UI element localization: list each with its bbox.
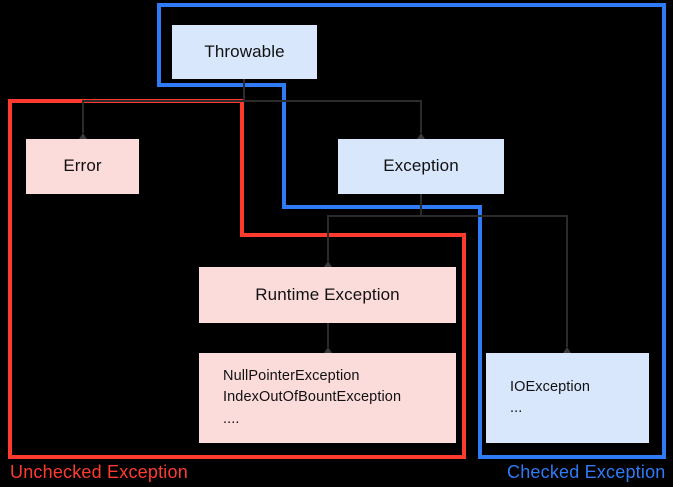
node-checked-examples[interactable]: IOException ...: [486, 353, 649, 443]
unchecked-outline-step: [240, 233, 466, 237]
connector-exception-split: [327, 215, 567, 217]
unchecked-outline-right-upper: [240, 99, 244, 237]
legend-unchecked-exception: Unchecked Exception: [10, 462, 188, 482]
unchecked-outline-bottom: [8, 455, 466, 459]
arrow-into-exception-icon: [417, 133, 425, 139]
connector-throwable-horizontal: [82, 100, 422, 102]
checked-outline-bottom: [478, 455, 666, 459]
checked-outline-step-upper: [157, 83, 286, 87]
checked-outline-right: [662, 3, 666, 459]
connector-runtime-down: [327, 215, 329, 261]
node-runtime-exception[interactable]: Runtime Exception: [199, 267, 456, 323]
unchecked-outline-left: [8, 99, 12, 459]
connector-exception-below: [420, 194, 422, 216]
node-runtime-examples[interactable]: NullPointerException IndexOutOfBountExce…: [199, 353, 456, 443]
arrow-into-error-icon: [79, 133, 87, 139]
unchecked-outline-right: [462, 233, 466, 459]
node-exception[interactable]: Exception: [338, 139, 504, 194]
checked-outline-step: [282, 205, 482, 209]
arrow-into-runtime-examples-icon: [324, 347, 332, 353]
connector-error-down: [82, 100, 84, 133]
connector-ioexception-down: [566, 215, 568, 347]
arrow-into-runtime-exception-icon: [324, 261, 332, 267]
arrow-into-ioexception-icon: [563, 347, 571, 353]
checked-outline-left-upper: [157, 3, 161, 83]
connector-runtime-to-examples: [327, 323, 329, 347]
legend-checked-exception: Checked Exception: [507, 462, 666, 482]
connector-exception-down: [420, 100, 422, 133]
node-throwable[interactable]: Throwable: [172, 25, 317, 79]
connector-throwable-down: [243, 79, 245, 101]
checked-outline-top: [157, 3, 666, 7]
node-error[interactable]: Error: [26, 139, 139, 194]
checked-outline-left-lower: [478, 205, 482, 459]
